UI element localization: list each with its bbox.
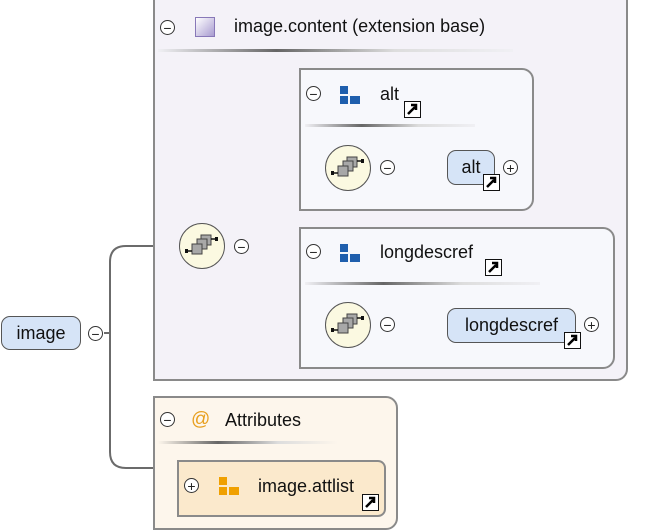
element-longdescref[interactable]: longdescref (447, 308, 576, 343)
reference-link-icon[interactable] (485, 259, 502, 276)
alt-separator (305, 124, 475, 127)
element-longdescref-label: longdescref (464, 315, 559, 335)
longdescref-separator (305, 282, 540, 285)
sequence-icon (185, 234, 218, 255)
sequence-compositor-alt[interactable] (325, 145, 371, 191)
alt-group-collapse-button[interactable]: − (306, 86, 321, 101)
root-collapse-button[interactable]: − (88, 326, 103, 341)
reference-link-icon[interactable] (483, 174, 500, 191)
sequence-icon (331, 156, 364, 177)
attribute-at-icon: @ (191, 409, 211, 430)
extension-title: image.content (extension base) (234, 16, 486, 36)
reference-link-icon[interactable] (362, 494, 379, 511)
element-longdescref-expand-button[interactable]: + (584, 317, 599, 332)
alt-group-title: alt (380, 84, 400, 104)
root-label: image (16, 322, 66, 343)
attributes-title: Attributes (225, 410, 302, 430)
root-element-image[interactable]: image (1, 316, 81, 350)
element-alt-expand-button[interactable]: + (503, 160, 518, 175)
longdescref-group-collapse-button[interactable]: − (306, 244, 321, 259)
attributes-collapse-button[interactable]: − (160, 412, 175, 427)
alt-sequence-collapse-button[interactable]: − (380, 160, 395, 175)
element-alt-label: alt (461, 157, 481, 177)
reference-link-icon[interactable] (564, 332, 581, 349)
sequence-icon (331, 313, 364, 334)
extension-collapse-button[interactable]: − (160, 20, 175, 35)
sequence-compositor-main[interactable] (179, 223, 225, 269)
group-icon (340, 86, 360, 104)
attlist-group-box[interactable] (177, 460, 386, 517)
longdescref-sequence-collapse-button[interactable]: − (380, 317, 395, 332)
longdescref-group-title: longdescref (380, 242, 474, 262)
attlist-title: image.attlist (258, 476, 355, 496)
attributes-separator (158, 441, 338, 444)
attlist-expand-button[interactable]: + (184, 478, 199, 493)
sequence-main-collapse-button[interactable]: − (234, 239, 249, 254)
sequence-compositor-longdescref[interactable] (325, 302, 371, 348)
complex-type-icon (195, 17, 215, 37)
extension-separator (158, 49, 513, 52)
reference-link-icon[interactable] (404, 101, 421, 118)
group-icon (340, 244, 360, 262)
attribute-group-icon (219, 477, 239, 495)
